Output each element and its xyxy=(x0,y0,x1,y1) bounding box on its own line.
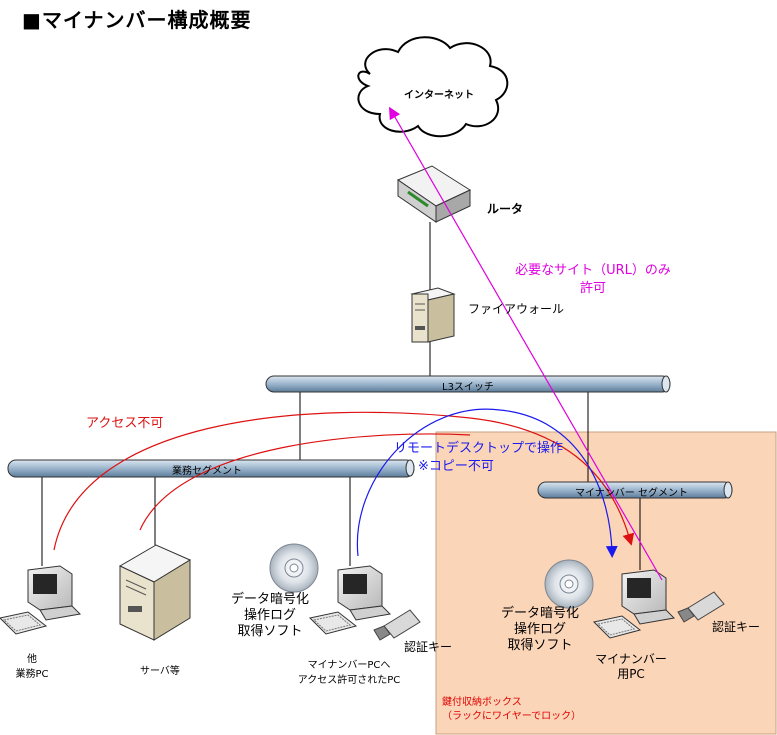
mynumber-segment-label: マイナンバー セグメント xyxy=(575,488,688,499)
firewall-label: ファイアウォール xyxy=(468,302,565,316)
cd-icon-left xyxy=(269,543,319,593)
mynumber-pc-label: マイナンバー用PC xyxy=(595,652,667,681)
router-label: ルータ xyxy=(487,202,524,216)
mynumber-pc-icon xyxy=(592,569,676,639)
usb-key-icon-right xyxy=(677,591,725,623)
l3-switch-label: L3スイッチ xyxy=(442,382,494,393)
cd-icon-right xyxy=(544,559,594,609)
l3-switch-bus xyxy=(265,375,671,393)
other-pc-label: 他業務PC xyxy=(15,654,49,680)
firewall-icon xyxy=(410,287,456,343)
auth-key-label-right: 認証キー xyxy=(712,620,761,634)
remote-desktop-annotation: リモートデスクトップで操作 ※コピー不可 xyxy=(394,441,564,474)
only-sites-annotation: 必要なサイト（URL）のみ許可 xyxy=(515,263,671,296)
access-denied-curve-1 xyxy=(53,411,635,551)
internet-access-arrow xyxy=(389,106,663,581)
access-denied-annotation: アクセス不可 xyxy=(86,416,164,431)
page-title: ■マイナンバー構成概要 xyxy=(22,8,252,32)
server-icon xyxy=(118,544,192,641)
permitted-pc-icon xyxy=(308,565,392,635)
software-label-right: データ暗号化操作ログ取得ソフト xyxy=(500,606,579,653)
router-icon xyxy=(396,165,472,223)
software-label-left: データ暗号化操作ログ取得ソフト xyxy=(230,592,309,639)
remote-desktop-curve xyxy=(356,408,618,558)
access-denied-curve-2 xyxy=(139,433,471,531)
locked-box-label: 鍵付収納ボックス（ラックにワイヤーでロック） xyxy=(442,697,582,722)
locked-box xyxy=(435,431,777,735)
permitted-pc-label: マイナンバーPCへアクセス許可されたPC xyxy=(297,660,401,686)
server-label: サーバ等 xyxy=(140,666,180,677)
usb-key-icon-left xyxy=(373,609,421,641)
internet-label: インターネット xyxy=(404,90,474,101)
mynumber-segment-bus xyxy=(537,481,733,499)
business-segment-label: 業務セグメント xyxy=(172,466,242,477)
other-pc-icon xyxy=(0,565,82,635)
auth-key-label-left: 認証キー xyxy=(404,640,453,654)
